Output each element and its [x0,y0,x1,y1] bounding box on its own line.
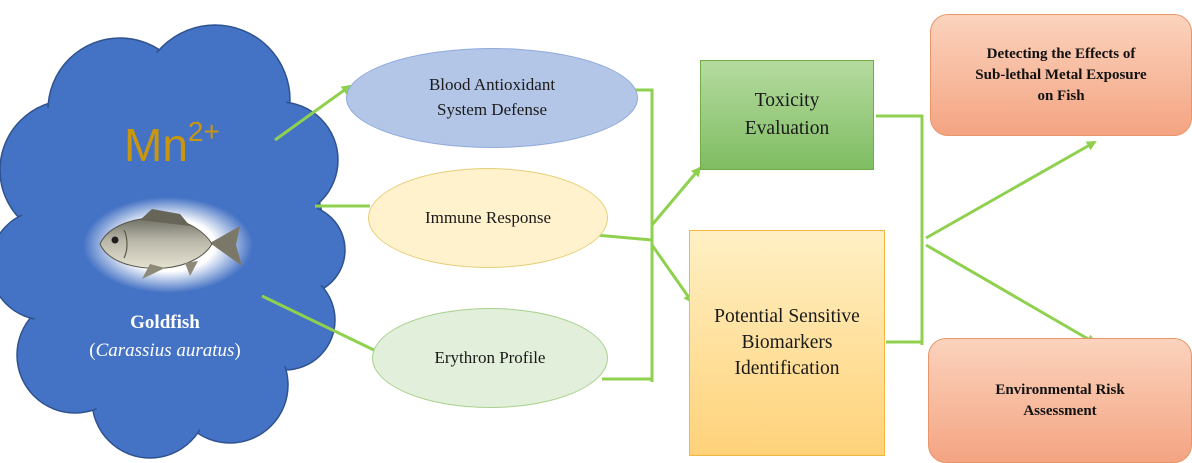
erythron-profile-label: Erythron Profile [434,347,546,367]
arrow-cloud-to-blood [274,84,352,142]
connector-immune [595,233,653,242]
environmental-risk-box: Environmental Risk Assessment [928,338,1192,463]
goldfish-image [99,209,242,279]
immune-response-node: Immune Response [368,168,608,268]
scientific-name-line: (Carassius auratus) [89,339,241,361]
common-name: Goldfish [130,312,200,333]
goldfish-label: Goldfish (Carassius auratus) [60,309,270,364]
environmental-risk-label: Environmental Risk Assessment [995,381,1125,419]
toxicity-evaluation-label: Toxicity Evaluation [744,89,830,139]
arrow-cloud-to-erythron [261,294,379,354]
ion-symbol: Mn [124,119,188,171]
immune-response-label: Immune Response [424,207,552,227]
toxicity-evaluation-box: Toxicity Evaluation [700,60,874,170]
detecting-effects-box: Detecting the Effects of Sub-lethal Meta… [930,14,1192,136]
erythron-profile-node: Erythron Profile [372,308,608,408]
blood-antioxidant-label: Blood Antioxidant System Defense [428,75,556,119]
biomarkers-box: Potential Sensitive Biomarkers Identific… [689,230,885,456]
blood-antioxidant-node: Blood Antioxidant System Defense [346,48,638,148]
scientific-name: Carassius auratus [95,339,235,361]
connector-blood [622,88,654,382]
arrow-to-toxicity [650,166,702,226]
arrow-to-biomarkers [650,244,694,304]
connector-toxicity [876,114,924,345]
ion-charge: 2+ [187,116,220,147]
arrow-to-detecting [925,140,1097,240]
detecting-effects-label: Detecting the Effects of Sub-lethal Meta… [975,45,1147,104]
biomarkers-label: Potential Sensitive Biomarkers Identific… [714,305,860,380]
manganese-ion-label: Mn2+ [124,118,220,171]
arrow-to-risk [925,243,1097,345]
